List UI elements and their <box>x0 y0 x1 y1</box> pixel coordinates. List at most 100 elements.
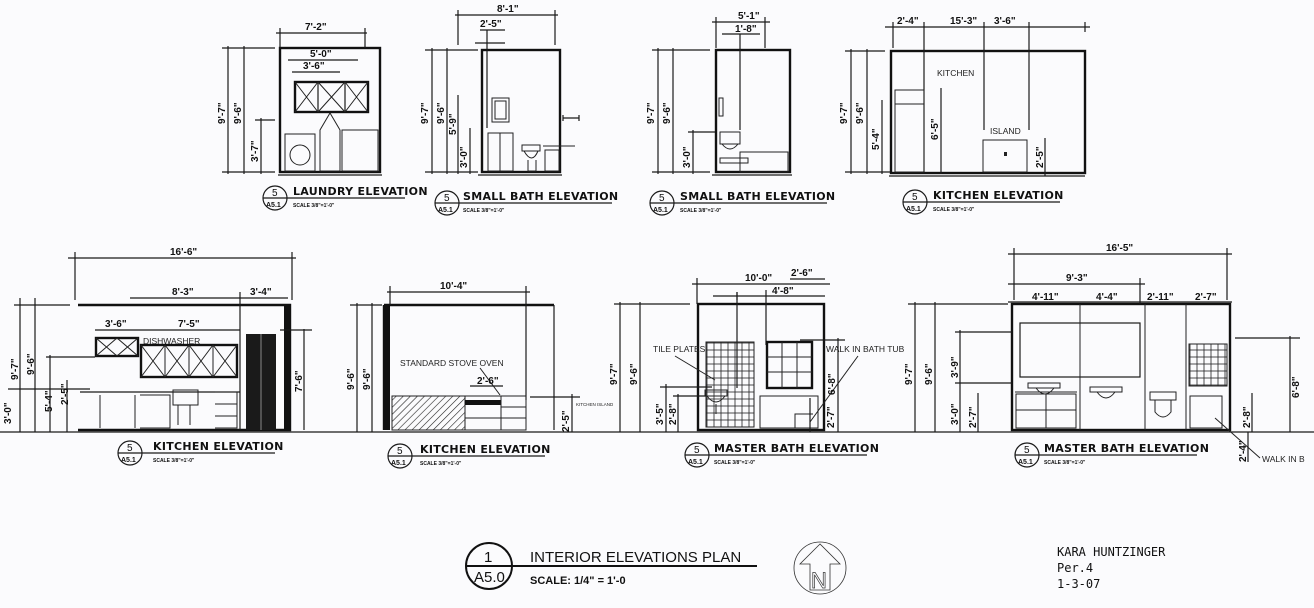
dim: 3'-5" <box>655 403 666 425</box>
elevation-title: MASTER BATH ELEVATION <box>1044 442 1209 455</box>
dim: 1'-8" <box>735 24 757 35</box>
dim: 9'-6" <box>233 102 244 124</box>
dim: 9'-6" <box>924 363 935 385</box>
dim: 2'-5" <box>60 383 71 405</box>
plan-title: INTERIOR ELEVATIONS PLAN <box>530 549 741 566</box>
dim: 3'-0" <box>682 146 693 168</box>
dim: 2'-6" <box>477 376 499 387</box>
master-bath-elevation-1: 10'-0" 2'-6" 4'-8" TILE PLATES WALK IN B… <box>609 268 905 468</box>
dim: 9'-7" <box>420 102 431 124</box>
kitchen-elevation-1: 2'-4" 15'-3" 3'-6" KITCHEN ISLAND 9'-7" … <box>839 16 1090 215</box>
svg-text:5: 5 <box>1024 445 1030 456</box>
dim: 3'-6" <box>105 319 127 330</box>
elevation-title: LAUNDRY ELEVATION <box>293 185 428 198</box>
label: DISHWASHER <box>143 336 200 346</box>
cabinet <box>341 129 379 172</box>
dim: 9'-6" <box>855 102 866 124</box>
dim: 9'-7" <box>904 363 915 385</box>
toilet <box>521 144 541 172</box>
svg-text:5: 5 <box>272 188 278 199</box>
plan-number: 1 <box>484 549 492 566</box>
small-bath-elevation-2: 5'-1" 1'-8" 9'-7" 9'-6" 3'-0" 5 A5.1 SMA… <box>646 11 835 216</box>
dim: 2'-8" <box>1242 406 1253 428</box>
elevation-title: SMALL BATH ELEVATION <box>680 190 835 203</box>
dim: 9'-6" <box>629 363 640 385</box>
tile-wall <box>1188 343 1228 387</box>
dim: 2'-4" <box>897 16 919 27</box>
dim: 2'-7" <box>968 406 979 428</box>
dim: 2'-6" <box>791 268 813 279</box>
author-period: Per.4 <box>1057 561 1093 575</box>
svg-text:A5.1: A5.1 <box>121 457 136 464</box>
dim: 3'-6" <box>303 61 325 72</box>
dim: 9'-6" <box>436 102 447 124</box>
dim: 5'-4" <box>871 128 882 150</box>
title-tag: 5 A5.1 KITCHEN ELEVATION SCALE 3/8"=1'-0… <box>902 189 1063 215</box>
kitchen-elevation-2: 16'-6" 8'-3" 3'-4" 3'-6" 7'-5" DISHWASHE… <box>3 247 312 466</box>
svg-text:A5.1: A5.1 <box>266 202 281 209</box>
svg-text:5: 5 <box>694 445 700 456</box>
dim: 2'-4" <box>1238 440 1249 462</box>
label: ISLAND <box>990 126 1021 136</box>
dim: 5'-9" <box>448 113 459 135</box>
island <box>982 139 1028 173</box>
tile-wall <box>705 341 755 428</box>
title-tag: 5 A5.1 MASTER BATH ELEVATION SCALE 3/8"=… <box>684 442 879 468</box>
dim-width: 8'-1" <box>497 4 519 15</box>
dim: 9'-7" <box>217 102 228 124</box>
svg-text:A5.1: A5.1 <box>906 206 921 213</box>
author-date: 1-3-07 <box>1057 577 1100 591</box>
svg-text:A5.1: A5.1 <box>653 207 668 214</box>
elevation-title: MASTER BATH ELEVATION <box>714 442 879 455</box>
title-tag: 5 A5.1 MASTER BATH ELEVATION SCALE 3/8"=… <box>1014 442 1209 468</box>
north-arrow-icon: N <box>793 541 847 595</box>
dim: 3'-0" <box>950 403 961 425</box>
svg-text:SCALE 3/8"=1'-0": SCALE 3/8"=1'-0" <box>680 208 722 214</box>
svg-text:SCALE 3/8"=1'-0": SCALE 3/8"=1'-0" <box>933 207 975 213</box>
tub <box>544 149 560 172</box>
dim: 16'-6" <box>170 247 197 258</box>
dim: 6'-8" <box>1291 376 1302 398</box>
svg-text:SCALE 3/8"=1'-0": SCALE 3/8"=1'-0" <box>420 461 462 467</box>
dim: 9'-3" <box>1066 273 1088 284</box>
dim: 2'-7" <box>826 406 837 428</box>
upper-cabinets <box>293 80 370 114</box>
dim: 3'-0" <box>3 402 14 424</box>
svg-text:5: 5 <box>397 446 403 457</box>
dim: 15'-3" <box>950 16 977 27</box>
label: WALK IN BATH TUB <box>826 344 905 354</box>
dim: 2'-5" <box>480 19 502 30</box>
hatched-counter <box>391 395 466 431</box>
svg-text:SCALE 3/8"=1'-0": SCALE 3/8"=1'-0" <box>293 203 335 209</box>
dim-width: 5'-1" <box>738 11 760 22</box>
dim: 6'-5" <box>930 118 941 140</box>
dim: 3'-4" <box>250 287 272 298</box>
dim: 2'-7" <box>1195 292 1217 303</box>
svg-text:SCALE 3/8"=1'-0": SCALE 3/8"=1'-0" <box>153 458 195 464</box>
title-tag: 5 A5.1 SMALL BATH ELEVATION SCALE 3/8"=1… <box>649 190 835 216</box>
title-tag: 5 A5.1 KITCHEN ELEVATION SCALE 3/8"=1'-0… <box>387 443 551 469</box>
svg-text:5: 5 <box>659 193 665 204</box>
dim: 2'-11" <box>1147 292 1174 303</box>
author-name: KARA HUNTZINGER <box>1057 545 1166 559</box>
elevation-title: KITCHEN ELEVATION <box>420 443 551 456</box>
author-block: KARA HUNTZINGER Per.4 1-3-07 <box>1057 545 1166 591</box>
kitchen-elevation-3: 10'-4" STANDARD STOVE OVEN 2'-6" 9'-6" 9… <box>346 281 614 469</box>
dim: 4'-8" <box>772 286 794 297</box>
dim: 4'-4" <box>1096 292 1118 303</box>
dim: 10'-0" <box>745 273 772 284</box>
dim-width: 7'-2" <box>305 22 327 33</box>
master-bath-elevation-2: 16'-5" 9'-3" 4'-11" 4'-4" 2'-11" 2'-7" W… <box>904 243 1305 468</box>
dim: 9'-7" <box>10 358 21 380</box>
dim: 5'-4" <box>44 390 55 412</box>
dim: 2'-5" <box>1035 146 1046 168</box>
svg-text:5: 5 <box>912 192 918 203</box>
svg-text:5: 5 <box>444 193 450 204</box>
plan-scale: SCALE: 1/4" = 1'-0 <box>530 575 626 587</box>
dim: 9'-7" <box>609 363 620 385</box>
label: TILE PLATES <box>653 344 706 354</box>
label: WALK IN B <box>1262 454 1305 464</box>
svg-text:SCALE 3/8"=1'-0": SCALE 3/8"=1'-0" <box>1044 460 1086 466</box>
dim: 6'-8" <box>827 373 838 395</box>
